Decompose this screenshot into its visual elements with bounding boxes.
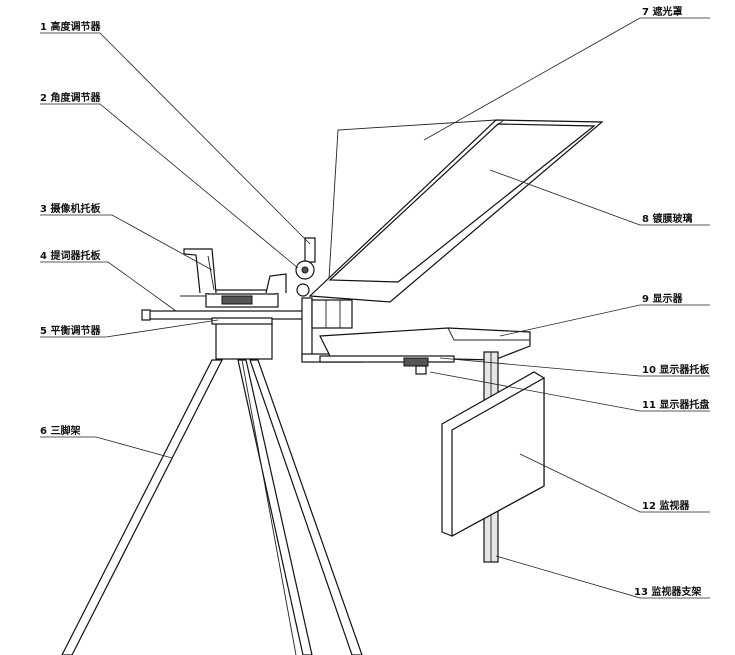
- plates-drawing: [141, 248, 317, 325]
- camera-handle: [183, 248, 217, 294]
- leader-display-tray: [429, 371, 710, 412]
- glass-frame-corner: [495, 119, 505, 127]
- angle-adjuster-lower: [296, 283, 310, 297]
- balance-adjuster-block: [211, 317, 273, 325]
- label-camera-plate: 3 摄像机托板: [40, 202, 101, 215]
- tripod-leg-right: [249, 359, 363, 655]
- label-display-tray: 11 显示器托盘: [642, 398, 709, 411]
- leader-prompter-plate: [40, 261, 177, 312]
- angle-adjuster-hub: [301, 266, 309, 274]
- height-adjuster-body: [304, 237, 316, 263]
- leader-tripod: [40, 436, 173, 459]
- leader-lines: [40, 17, 710, 599]
- leader-camera-plate: [40, 214, 213, 271]
- label-balance-adjuster: 5 平衡调节器: [40, 324, 101, 337]
- label-light-hood: 7 遮光罩: [642, 5, 682, 18]
- leader-monitor-stand: [495, 555, 710, 599]
- tripod-leg-left: [61, 359, 223, 655]
- camera-plate-rear: [265, 273, 287, 294]
- leader-angle-adjuster: [40, 103, 299, 269]
- glass-pane: [328, 123, 596, 283]
- tripod-drawing: [61, 322, 363, 655]
- tripod-leg-middle: [237, 359, 313, 655]
- labels: 1 高度调节器 2 角度调节器 3 摄像机托板 4 提词器托板 5 平衡调节器 …: [40, 5, 710, 598]
- display-edge: [447, 327, 455, 341]
- label-height-adjuster: 1 高度调节器: [40, 20, 101, 33]
- tripod-head: [215, 322, 273, 360]
- leader-light-hood: [423, 17, 710, 141]
- label-monitor-stand: 13 监视器支架: [634, 585, 701, 598]
- leader-balance-adjuster: [40, 319, 219, 338]
- tripod-leg-inner-edge: [241, 359, 297, 655]
- leader-display: [499, 304, 710, 337]
- leader-monitor: [519, 453, 710, 513]
- monitor-drawing: [441, 351, 545, 563]
- display-plate-body: [319, 355, 455, 363]
- display-tray-body: [403, 357, 429, 367]
- label-display: 9 显示器: [642, 293, 683, 305]
- label-angle-adjuster: 2 角度调节器: [40, 91, 101, 104]
- camera-handle-brace: [207, 255, 215, 291]
- hood-drawing: [308, 119, 604, 303]
- display-tray-knob: [415, 365, 427, 375]
- monitor-screen-face: [451, 376, 545, 538]
- bracket-box: [311, 299, 353, 329]
- vertical-bracket: [301, 297, 313, 359]
- label-display-plate: 10 显示器托板: [642, 363, 710, 376]
- leader-coated-glass: [489, 169, 710, 226]
- leader-display-plate: [439, 357, 710, 377]
- leader-height-adjuster: [40, 32, 311, 245]
- label-tripod: 6 三脚架: [40, 424, 80, 437]
- label-prompter-plate: 4 提词器托板: [40, 249, 101, 262]
- label-monitor: 12 监视器: [642, 499, 690, 512]
- label-coated-glass: 8 镀膜玻璃: [642, 212, 692, 225]
- balance-rod-end: [141, 309, 151, 321]
- hood-side-outline: [327, 119, 497, 296]
- prompter-plate-knob: [221, 295, 253, 305]
